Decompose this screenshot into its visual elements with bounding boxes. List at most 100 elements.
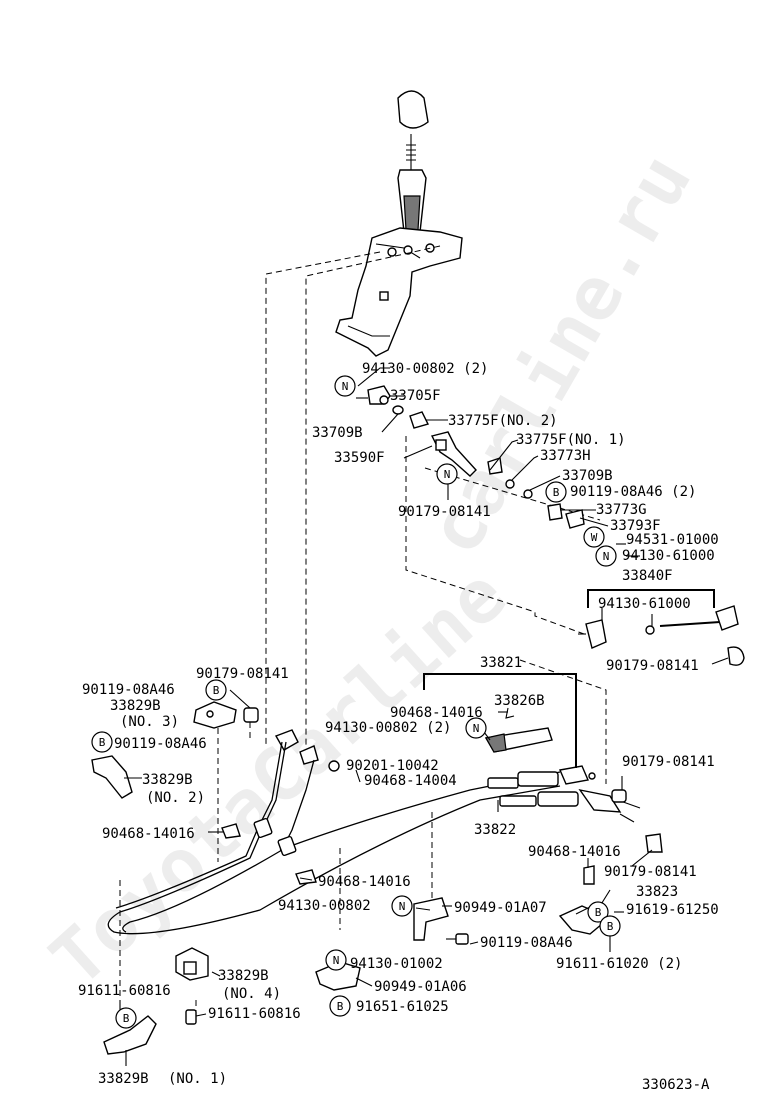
bolt-90119-08a46-lower — [446, 933, 469, 945]
label-90468-14016-left: 90468-14016 — [102, 826, 195, 842]
badge-n-94130-01002: N — [325, 949, 347, 971]
badge-n-94130-61000: N — [595, 545, 617, 567]
label-94130-00802-2-mid: 94130-00802 (2) — [325, 720, 451, 736]
bracket-33840f — [578, 619, 607, 649]
label-90179-08141-right: 90179-08141 — [622, 754, 715, 770]
label-33773g: 33773G — [596, 502, 647, 518]
washer-33773h — [505, 479, 515, 489]
label-91619-61250: 91619-61250 — [626, 902, 719, 918]
bracket-90949-01a07 — [413, 897, 449, 941]
label-94130-01002: 94130-01002 — [350, 956, 443, 972]
bracket-33829b-no1 — [103, 1015, 157, 1055]
clip-90179-upper-right — [727, 646, 745, 666]
svg-text:N: N — [603, 550, 610, 563]
clip-33826b — [484, 727, 553, 753]
group-bracket-33840f — [587, 589, 715, 608]
bushing-33775f-no1 — [487, 457, 503, 475]
label-90468-14016-lower: 90468-14016 — [318, 874, 411, 890]
svg-text:N: N — [399, 900, 406, 913]
label-94130-00802-lower: 94130-00802 — [278, 898, 371, 914]
clip-90468-left — [221, 823, 241, 839]
label-90179-08141-right-upper: 90179-08141 — [606, 658, 699, 674]
group-bracket-33821 — [423, 673, 577, 768]
svg-text:N: N — [444, 468, 451, 481]
leader-lines — [119, 367, 729, 1066]
label-91611-60816-right: 91611-60816 — [208, 1006, 301, 1022]
bushing-33709b-lower — [523, 489, 533, 499]
selector-pin-33705f — [356, 385, 391, 405]
badge-b-91651-61025: B — [329, 995, 351, 1017]
bracket-33829b-no4 — [175, 947, 209, 981]
label-33829b-no3: 33829B — [110, 698, 161, 714]
cable-end-33821 — [487, 765, 596, 789]
badge-b-91619-61250: B — [587, 901, 609, 923]
pin-94130-61000 — [645, 625, 655, 635]
svg-text:N: N — [342, 380, 349, 393]
rod-33840f — [659, 605, 739, 631]
clip-90468-14016-upper — [505, 707, 515, 719]
label-no1: (NO. 1) — [168, 1071, 227, 1087]
label-33590f: 33590F — [334, 450, 385, 466]
cable-end-33822 — [499, 788, 641, 823]
label-90179-08141-left: 90179-08141 — [196, 666, 289, 682]
label-90119-08a46-lower: 90119-08A46 — [480, 935, 573, 951]
svg-text:N: N — [333, 954, 340, 967]
shift-knob — [397, 90, 429, 170]
shift-lever-bracket — [335, 227, 463, 357]
svg-text:B: B — [123, 1012, 130, 1025]
label-90468-14016-right: 90468-14016 — [528, 844, 621, 860]
grommet-90201-10042 — [328, 760, 340, 772]
label-33829b-no2: 33829B — [142, 772, 193, 788]
label-94130-00802-2: 94130-00802 (2) — [362, 361, 488, 377]
label-90468-14016-upper: 90468-14016 — [390, 705, 483, 721]
badge-b-91611-60816: B — [115, 1007, 137, 1029]
badge-b-90119-08a46: B — [545, 481, 567, 503]
label-33775f-no1: 33775F(NO. 1) — [516, 432, 626, 448]
bracket-33829b-no3 — [193, 701, 237, 729]
svg-text:B: B — [595, 906, 602, 919]
label-90201-10042: 90201-10042 — [346, 758, 439, 774]
svg-text:B: B — [337, 1000, 344, 1013]
label-94531-01000: 94531-01000 — [626, 532, 719, 548]
label-no3: (NO. 3) — [120, 714, 179, 730]
label-91611-60816-left: 91611-60816 — [78, 983, 171, 999]
label-90179-08141-upper: 90179-08141 — [398, 504, 491, 520]
label-33709b-upper: 33709B — [312, 425, 363, 441]
label-33840f: 33840F — [622, 568, 673, 584]
label-33793f: 33793F — [610, 518, 661, 534]
bolt-91611-60816 — [185, 1009, 197, 1025]
diagram-code: 330623-A — [642, 1077, 710, 1093]
label-91611-61020-2: 91611-61020 (2) — [556, 956, 682, 972]
clip-90468-lower — [295, 869, 317, 885]
label-94130-61000-upper: 94130-61000 — [622, 548, 715, 564]
svg-text:N: N — [473, 722, 480, 735]
shift-lever-33590f — [430, 431, 477, 477]
bracket-33829b-no2 — [91, 755, 133, 799]
svg-text:B: B — [607, 920, 614, 933]
badge-n-94130-00802-lower: N — [391, 895, 413, 917]
label-33773h: 33773H — [540, 448, 591, 464]
svg-text:B: B — [213, 684, 220, 697]
clip-90179-right — [611, 789, 627, 803]
badge-n-90179-08141: N — [436, 463, 458, 485]
badge-n-94130-00802: N — [334, 375, 356, 397]
bushing-33775f-no2 — [409, 411, 430, 429]
clip-33793f — [565, 509, 585, 529]
badge-b-90119-08a46-mid: B — [91, 731, 113, 753]
label-33823: 33823 — [636, 884, 678, 900]
badge-w-94531-01000: W — [583, 526, 605, 548]
label-33829b-no1: 33829B — [98, 1071, 149, 1087]
cable-33821 — [107, 741, 561, 935]
label-33705f: 33705F — [390, 388, 441, 404]
bushing-33709b-upper — [392, 405, 404, 415]
clip-90179-lower-right — [645, 833, 663, 853]
shift-lever — [397, 169, 427, 233]
badge-b-90119-08a46-left: B — [205, 679, 227, 701]
svg-text:B: B — [553, 486, 560, 499]
svg-text:W: W — [591, 531, 598, 544]
label-94130-61000-lower: 94130-61000 — [598, 596, 691, 612]
clip-90468-right — [583, 865, 595, 885]
label-33821: 33821 — [480, 655, 522, 671]
label-90119-08a46-2: 90119-08A46 (2) — [570, 484, 696, 500]
